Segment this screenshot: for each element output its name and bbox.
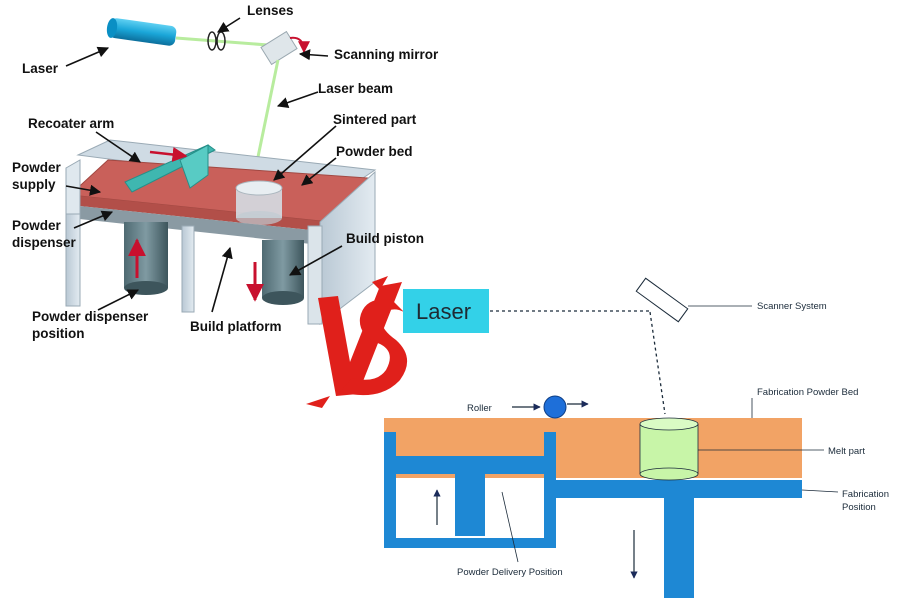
label-fabrication-position-line1: Fabrication (842, 489, 889, 500)
label-scanning-mirror: Scanning mirror (334, 47, 439, 62)
label-powder-supply-line1: Powder (12, 160, 62, 175)
label-scanner-system: Scanner System (757, 301, 827, 312)
dispenser-piston (124, 222, 168, 288)
recoater-arm (124, 144, 216, 193)
left-pointer-lines (65, 17, 343, 313)
vs-mark (306, 276, 408, 408)
label-powder-delivery-position: Powder Delivery Position (457, 567, 563, 578)
scanner-mirror-icon (635, 277, 689, 323)
build-chamber (65, 139, 377, 326)
label-recoater-arm: Recoater arm (28, 116, 114, 131)
sintered-part (235, 180, 283, 225)
label-powder-dispenser-line2: dispenser (12, 235, 77, 250)
label-powder-bed: Powder bed (336, 144, 413, 159)
label-powder-dispenser-line1: Powder (12, 218, 62, 233)
label-powder-dispenser-position-line2: position (32, 326, 85, 341)
label-build-piston: Build piston (346, 231, 424, 246)
beam-dotted-vertical (649, 311, 666, 415)
roller-icon (543, 395, 567, 419)
label-sintered-part: Sintered part (333, 112, 417, 127)
label-roller: Roller (467, 403, 492, 414)
laser-beam-horizontal (175, 36, 269, 47)
laser-box-label: Laser (416, 299, 471, 324)
label-melt-part: Melt part (828, 446, 865, 457)
label-lenses: Lenses (247, 3, 294, 18)
label-powder-dispenser-position-line1: Powder dispenser (32, 309, 149, 324)
label-fabrication-powder-bed: Fabrication Powder Bed (757, 387, 858, 398)
laser-box (403, 289, 489, 333)
build-piston (262, 240, 304, 298)
label-laser-beam: Laser beam (318, 81, 393, 96)
label-powder-supply-line2: supply (12, 177, 56, 192)
fabrication-structure (384, 432, 802, 598)
melt-part (639, 417, 699, 481)
laser-emitter (106, 18, 177, 46)
scanning-mirror-icon (260, 30, 310, 66)
label-laser: Laser (22, 61, 59, 76)
left-diagram: Lenses Laser Scanning mirror Laser beam … (12, 3, 439, 341)
label-build-platform: Build platform (190, 319, 282, 334)
right-diagram: Laser (384, 277, 889, 598)
right-pointer-lines (501, 398, 839, 563)
label-fabrication-position-line2: Position (842, 502, 876, 513)
